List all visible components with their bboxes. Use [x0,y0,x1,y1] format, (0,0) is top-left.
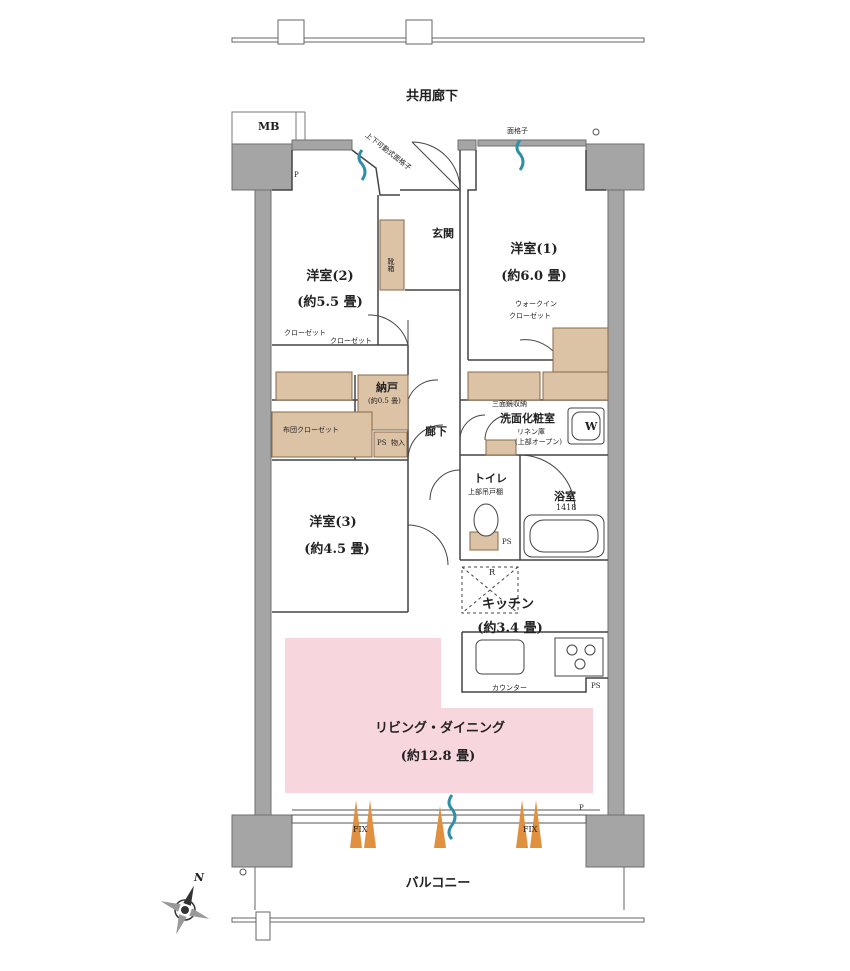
compass-icon [160,885,210,935]
ps3-label: PS [591,682,601,690]
mono-label: 物入 [391,439,405,447]
kitchen-name: キッチン [481,597,535,612]
counter-label: カウンター [492,684,527,692]
corridor-label: 共用廊下 [405,89,459,104]
p-label-top: P [294,171,299,179]
mb-label: MB [258,120,280,133]
top-railing [231,19,645,45]
living-area [285,638,593,793]
storage-fills [271,219,609,551]
fix-left-label: FIX [353,825,368,834]
living-name: リビング・ダイニング [374,721,506,736]
fix-right-label: FIX [523,825,538,834]
closet2-label: クローゼット [330,337,372,345]
p-label-bottom: P [579,804,584,812]
western3-size: (約4.5 畳) [304,542,370,557]
exterior-walls [254,139,625,816]
living-size: (約12.8 畳) [400,749,476,764]
bottom-window [291,809,600,824]
toilet-cab-label: 上部吊戸棚 [468,488,503,496]
ps2-label: PS [502,538,512,546]
shoebox-label: 靴箱 [387,258,395,272]
futon-label: 布団クローゼット [283,426,339,434]
fridge-label: R [489,568,496,577]
airflow-marks [357,139,525,841]
western1-size: (約6.0 畳) [501,269,567,284]
north-label: N [194,871,205,884]
grille-top-label: 面格子 [507,127,528,135]
bottom-railing [231,867,645,941]
washer-label: W [585,420,598,433]
three-mirror-label: 三面鏡収納 [492,400,527,408]
balcony-label: バルコニー [405,876,471,891]
sunlight-arrows [350,800,542,848]
walkin-label: ウォークイン [515,300,557,308]
western2-size: (約5.5 畳) [297,295,363,310]
bath-label: 浴室 [554,490,576,503]
entrance-label: 玄関 [432,227,454,240]
linen-label: リネン庫 [517,428,545,436]
closet1-label: クローゼット [284,329,326,337]
drain-mark [592,128,600,136]
drain-mark [239,868,247,876]
storage-size: (約0.5 畳) [368,397,401,405]
western3-name: 洋室(3) [309,515,357,530]
toilet-label: トイレ [474,472,507,485]
western1-name: 洋室(1) [510,242,558,257]
kitchen-size: (約3.4 畳) [477,621,543,636]
bath-size-label: 1418 [556,503,577,512]
hallway-label: 廊下 [425,425,447,438]
doors [367,141,576,566]
western2-name: 洋室(2) [306,269,354,284]
walkin-label2: クローゼット [509,312,551,320]
pillars [231,143,645,868]
linen-label2: (上部オープン) [515,438,563,446]
fixtures [461,407,605,677]
ps1-label: PS [377,439,387,447]
washroom-label: 洗面化粧室 [500,412,555,425]
storage-name: 納戸 [376,381,398,394]
